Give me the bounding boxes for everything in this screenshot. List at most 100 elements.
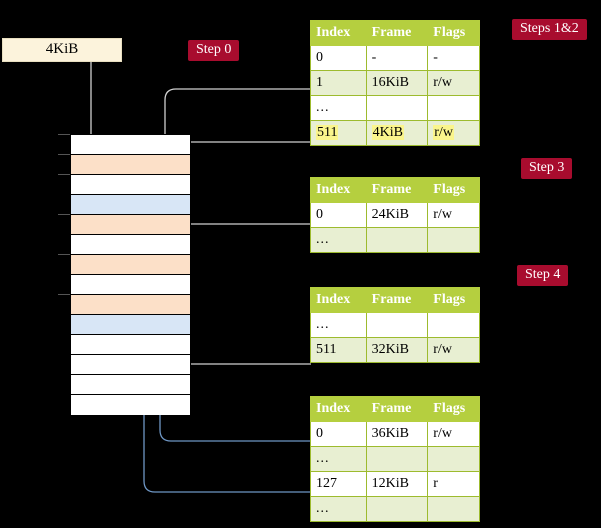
cell-index: 127 xyxy=(310,471,367,497)
memory-frame-2 xyxy=(71,175,190,195)
column-header-frame: Frame xyxy=(365,287,429,313)
column-header-frame: Frame xyxy=(365,396,429,422)
memory-tick-1 xyxy=(58,154,70,155)
memory-frame-1 xyxy=(71,155,190,175)
step-badge-3: Step 3 xyxy=(521,158,573,179)
column-header-flags: Flags xyxy=(427,20,480,46)
cell-flags xyxy=(427,312,480,338)
cell-flags xyxy=(427,446,480,472)
physical-memory-column xyxy=(70,134,191,415)
column-header-frame: Frame xyxy=(365,177,429,203)
memory-frame-9 xyxy=(71,315,190,335)
cell-frame xyxy=(365,496,429,522)
memory-frame-4 xyxy=(71,215,190,235)
cell-frame: 32KiB xyxy=(365,337,429,363)
step-badge-0: Step 0 xyxy=(188,40,240,61)
step-badge-4: Step 4 xyxy=(517,265,569,286)
column-header-index: Index xyxy=(310,396,367,422)
wire-t3r511-to-memory xyxy=(172,316,311,365)
wire-t2r0-to-memory xyxy=(176,223,311,252)
cell-flags: r/w xyxy=(427,202,480,228)
cell-frame: - xyxy=(365,45,429,71)
table-row: 0-- xyxy=(310,45,480,71)
cell-frame: 36KiB xyxy=(365,421,429,447)
column-header-flags: Flags xyxy=(427,396,480,422)
cell-flags xyxy=(427,227,480,253)
cell-flags xyxy=(427,95,480,121)
cell-frame xyxy=(365,446,429,472)
table-row: ... xyxy=(310,446,480,472)
memory-frame-6 xyxy=(71,255,190,275)
table-row: 511 4KiB r/w xyxy=(310,120,480,146)
cell-index: 511 xyxy=(310,120,367,146)
table-row: ... xyxy=(310,95,480,121)
memory-frame-8 xyxy=(71,295,190,315)
callout-4kib-label: 4KiB xyxy=(45,41,79,57)
memory-frame-13 xyxy=(71,395,190,415)
table-row: ... xyxy=(310,312,480,338)
step-badge-1-2: Steps 1&2 xyxy=(512,19,587,40)
cell-flags: r xyxy=(427,471,480,497)
wire-t1r511-to-memory xyxy=(173,141,311,159)
column-header-index: Index xyxy=(310,177,367,203)
column-header-index: Index xyxy=(310,20,367,46)
cell-frame xyxy=(365,95,429,121)
column-header-flags: Flags xyxy=(427,287,480,313)
cell-index: 511 xyxy=(310,337,367,363)
cell-flags: r/w xyxy=(427,421,480,447)
memory-tick-4 xyxy=(58,214,70,215)
cell-index: 0 xyxy=(310,202,367,228)
memory-frame-11 xyxy=(71,355,190,375)
cell-flags: r/w xyxy=(427,337,480,363)
column-header-index: Index xyxy=(310,287,367,313)
memory-frame-3 xyxy=(71,195,190,215)
highlighted-value: r/w xyxy=(433,124,454,140)
cell-index: 0 xyxy=(310,45,367,71)
callout-4kib: 4KiB xyxy=(2,38,122,62)
cell-frame xyxy=(365,227,429,253)
highlighted-value: 4KiB xyxy=(371,124,404,140)
cell-frame: 4KiB xyxy=(365,120,429,146)
cell-frame: 24KiB xyxy=(365,202,429,228)
table-row: ... xyxy=(310,496,480,522)
cell-frame: 16KiB xyxy=(365,70,429,96)
memory-tick-8 xyxy=(58,294,70,295)
cell-index: ... xyxy=(310,496,367,522)
table-row: ... xyxy=(310,227,480,253)
cell-index: ... xyxy=(310,95,367,121)
column-header-flags: Flags xyxy=(427,177,480,203)
memory-frame-12 xyxy=(71,375,190,395)
highlighted-value: 511 xyxy=(316,124,339,140)
cell-frame: 12KiB xyxy=(365,471,429,497)
step-badge-3-label: Step 3 xyxy=(529,160,565,175)
cell-index: ... xyxy=(310,446,367,472)
step-badge-1-2-label: Steps 1&2 xyxy=(520,21,579,36)
cell-flags xyxy=(427,496,480,522)
memory-tick-0 xyxy=(58,134,70,135)
cell-index: 1 xyxy=(310,70,367,96)
memory-tick-2 xyxy=(58,174,70,175)
step-badge-0-label: Step 0 xyxy=(196,42,232,57)
cell-flags: r/w xyxy=(427,70,480,96)
memory-frame-0 xyxy=(71,135,190,155)
memory-frame-10 xyxy=(71,335,190,355)
cell-index: 0 xyxy=(310,421,367,447)
column-header-frame: Frame xyxy=(365,20,429,46)
memory-frame-7 xyxy=(71,275,190,295)
cell-index: ... xyxy=(310,227,367,253)
memory-tick-6 xyxy=(58,254,70,255)
memory-frame-5 xyxy=(71,235,190,255)
cell-flags: r/w xyxy=(427,120,480,146)
cell-frame xyxy=(365,312,429,338)
cell-index: ... xyxy=(310,312,367,338)
